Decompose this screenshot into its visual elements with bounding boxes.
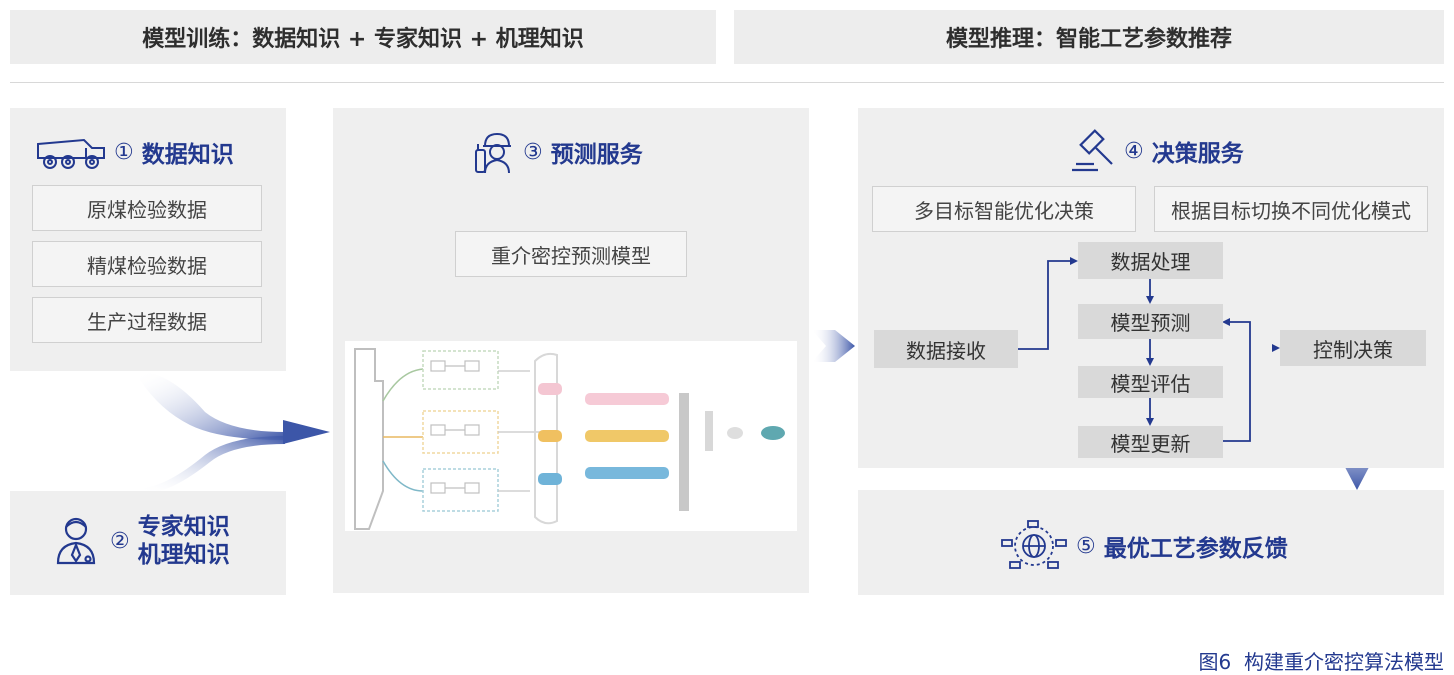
decision-service-panel: ④ 决策服务 多目标智能优化决策 根据目标切换不同优化模式 数据接收 数据处理	[858, 108, 1444, 468]
flow-step-model-update: 模型更新	[1078, 426, 1223, 458]
prediction-service-number: ③	[523, 139, 543, 165]
decision-tag-label: 根据目标切换不同优化模式	[1171, 198, 1411, 223]
decision-flow-connectors	[1018, 257, 1280, 442]
architecture-graphic	[354, 348, 785, 530]
decision-service-title: ④ 决策服务	[1068, 129, 1244, 172]
flow-step-model-prediction: 模型预测	[1078, 304, 1223, 339]
figure-caption-text: 图6 构建重介密控算法模型	[1198, 650, 1444, 674]
header-inference: 模型推理：智能工艺参数推荐	[734, 10, 1444, 64]
flow-control-decision-label: 控制决策	[1313, 337, 1393, 362]
header-training-title: 模型训练：数据知识 + 专家知识 + 机理知识	[142, 27, 584, 52]
arrow-from-expert-knowledge	[140, 436, 285, 492]
flow-step-data-processing: 数据处理	[1078, 242, 1223, 279]
arrow-to-decision	[812, 330, 855, 362]
expert-person-icon	[56, 517, 96, 565]
header-inference-title: 模型推理：智能工艺参数推荐	[945, 27, 1232, 52]
flow-data-receive-label: 数据接收	[906, 338, 986, 363]
flow-step-model-evaluation: 模型评估	[1078, 366, 1223, 398]
worker-helmet-icon	[475, 132, 511, 174]
expert-knowledge-label: 专家知识	[137, 514, 230, 540]
header-divider	[10, 82, 1444, 83]
header-training: 模型训练：数据知识 + 专家知识 + 机理知识	[10, 10, 716, 64]
data-knowledge-panel: ① 数据知识 原煤检验数据 精煤检验数据 生产过程数据	[10, 108, 286, 371]
data-item-production: 生产过程数据	[32, 297, 262, 343]
model-architecture-image	[345, 341, 797, 531]
data-knowledge-number: ①	[114, 139, 134, 165]
decision-tag-label: 多目标智能优化决策	[914, 198, 1094, 223]
flow-control-decision: 控制决策	[1280, 330, 1426, 366]
expert-knowledge-panel: ② 专家知识 机理知识	[10, 491, 286, 595]
mechanism-knowledge-label: 机理知识	[137, 542, 230, 568]
gavel-icon	[1072, 129, 1113, 172]
expert-knowledge-title: ② 专家知识 机理知识	[110, 513, 230, 569]
decision-service-number: ④	[1124, 138, 1144, 164]
feedback-number: ⑤	[1076, 533, 1096, 559]
data-knowledge-title: ① 数据知识	[34, 134, 234, 170]
mining-truck-icon	[37, 138, 105, 169]
flow-data-receive: 数据接收	[874, 330, 1018, 368]
prediction-model-label: 重介密控预测模型	[491, 243, 651, 268]
data-knowledge-label: 数据知识	[141, 142, 234, 168]
feedback-label: 最优工艺参数反馈	[1103, 536, 1288, 562]
feedback-title: ⑤ 最优工艺参数反馈	[1000, 520, 1288, 572]
decision-tag-multiobjective: 多目标智能优化决策	[872, 186, 1136, 232]
data-item-label: 生产过程数据	[87, 309, 207, 334]
flow-step-label: 模型预测	[1110, 311, 1191, 335]
feedback-panel: ⑤ 最优工艺参数反馈	[858, 490, 1444, 595]
data-item-raw-coal: 原煤检验数据	[32, 185, 262, 231]
decision-service-label: 决策服务	[1151, 141, 1244, 167]
prediction-service-title: ③ 预测服务	[473, 130, 643, 174]
flow-step-label: 模型更新	[1110, 431, 1191, 456]
data-item-clean-coal: 精煤检验数据	[32, 241, 262, 287]
flow-step-label: 数据处理	[1110, 250, 1191, 274]
merge-arrow-head	[283, 420, 330, 444]
decision-tag-mode-switch: 根据目标切换不同优化模式	[1154, 186, 1428, 232]
expert-knowledge-number: ②	[110, 528, 130, 554]
prediction-model-box: 重介密控预测模型	[455, 231, 687, 277]
arrow-from-data-knowledge	[140, 372, 285, 440]
data-item-label: 原煤检验数据	[87, 197, 207, 222]
figure-caption: 图6 构建重介密控算法模型	[1186, 622, 1444, 675]
prediction-service-panel: ③ 预测服务 重介密控预测模型	[333, 108, 809, 593]
data-item-label: 精煤检验数据	[87, 253, 207, 278]
flow-step-label: 模型评估	[1110, 371, 1191, 396]
network-globe-icon	[1001, 520, 1067, 569]
prediction-service-label: 预测服务	[550, 142, 643, 168]
